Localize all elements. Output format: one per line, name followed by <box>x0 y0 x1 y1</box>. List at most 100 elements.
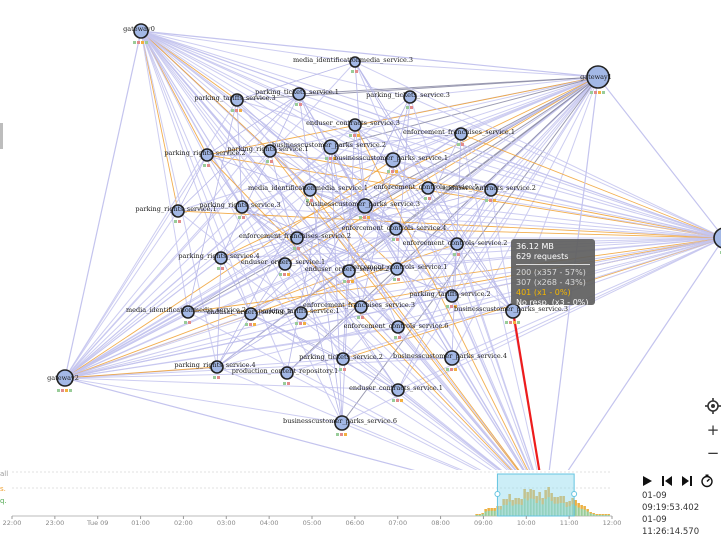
node-circle[interactable] <box>391 383 405 397</box>
node-circle[interactable] <box>303 183 317 197</box>
node-circle[interactable] <box>444 350 460 366</box>
service-graph[interactable]: gateway0 gateway1 gateway2 media_identifica… <box>0 0 721 470</box>
node-gateway_r[interactable] <box>713 227 721 254</box>
graph-nodes[interactable]: gateway0 gateway1 gateway2 media_identifica… <box>47 23 721 470</box>
node-pr2[interactable]: parking_rights_service.2 <box>164 148 246 167</box>
skip-forward-icon[interactable] <box>680 474 694 488</box>
node-gateway1[interactable]: gateway1 <box>580 65 612 94</box>
node-circle[interactable] <box>200 148 214 162</box>
zoom-out-button[interactable]: − <box>706 444 720 462</box>
play-icon[interactable] <box>640 474 654 488</box>
node-circle[interactable] <box>181 305 195 319</box>
node-circle[interactable] <box>292 87 306 101</box>
node-ef2[interactable]: enforcement_franchises_service.2 <box>239 231 351 250</box>
node-circle[interactable] <box>210 360 224 374</box>
node-circle[interactable] <box>133 23 149 39</box>
node-circle[interactable] <box>713 227 721 249</box>
timeline-tick-label: 03:00 <box>217 519 236 527</box>
node-euc3[interactable]: enduser_contracts_service.3 <box>306 118 400 137</box>
node-circle[interactable] <box>389 222 403 236</box>
node-circle[interactable] <box>357 198 373 214</box>
node-circle[interactable] <box>334 415 350 431</box>
node-bcp3b[interactable]: businesscustomer_parks_service.3 <box>454 303 568 324</box>
node-circle[interactable] <box>403 90 417 104</box>
node-pr3[interactable]: parking_rights_service.3 <box>199 200 281 219</box>
node-circle[interactable] <box>294 306 308 320</box>
skip-back-icon[interactable] <box>660 474 674 488</box>
brush-handle-right[interactable] <box>571 491 578 497</box>
node-circle[interactable] <box>349 56 361 68</box>
node-circle[interactable] <box>390 262 404 276</box>
node-circle[interactable] <box>348 118 362 132</box>
node-circle[interactable] <box>171 204 185 218</box>
node-mi1[interactable]: media_identificationmedia_service.1 <box>248 183 368 202</box>
node-euc2[interactable]: enduser_contracts_service.2 <box>442 183 536 202</box>
selected-edge[interactable] <box>511 310 545 470</box>
node-circle[interactable] <box>450 237 464 251</box>
node-circle[interactable] <box>454 127 468 141</box>
node-euo3[interactable]: enduser_orders_service.3 <box>207 307 291 326</box>
node-bcp2[interactable]: businesscustomer_parks_service.2 <box>272 139 386 160</box>
node-pta1[interactable]: parking_tariffs_service.1 <box>258 306 340 325</box>
node-ef1[interactable]: enforcement_franchises_service.1 <box>403 127 515 146</box>
zoom-in-button[interactable]: + <box>706 421 720 439</box>
node-ef3[interactable]: enforcement_franchises_service.3 <box>303 300 415 319</box>
node-circle[interactable] <box>342 264 356 278</box>
node-pc1[interactable]: production_content_repository.1 <box>232 366 339 385</box>
node-bcp1[interactable]: businesscustomer_parks_service.1 <box>334 152 448 173</box>
node-bcp4[interactable]: businesscustomer_parks_service.4 <box>393 350 507 371</box>
node-euc1[interactable]: enduser_contracts_service.1 <box>349 383 443 402</box>
node-ec5[interactable]: enforcement_controls_service.5 <box>374 181 479 200</box>
timeline-selection[interactable] <box>496 473 575 517</box>
node-bcp6[interactable]: businesscustomer_parks_service.6 <box>283 415 397 436</box>
node-circle[interactable] <box>278 257 292 271</box>
highlighted-edge[interactable] <box>511 310 545 470</box>
node-circle[interactable] <box>354 300 368 314</box>
node-gateway0[interactable]: gateway0 <box>123 23 155 44</box>
node-pta3[interactable]: parking_tariffs_service.3 <box>194 93 276 112</box>
node-circle[interactable] <box>391 320 405 334</box>
node-circle[interactable] <box>290 231 304 245</box>
node-circle[interactable] <box>323 139 339 155</box>
node-prs[interactable]: parking_rights_service.4 <box>178 251 260 270</box>
node-pt3[interactable]: parking_tickets_service.3 <box>366 90 450 109</box>
node-status-square <box>245 323 248 326</box>
node-pr4[interactable]: parking_rights_service.4 <box>174 360 256 379</box>
node-circle[interactable] <box>280 366 294 380</box>
node-circle[interactable] <box>385 152 401 168</box>
node-circle[interactable] <box>586 65 610 89</box>
node-mi3[interactable]: media_identificationmedia_service.3 <box>293 56 413 73</box>
node-circle[interactable] <box>445 289 459 303</box>
node-mi2[interactable]: media_identificationmedia_service.2 <box>126 305 246 324</box>
side-panel-tab[interactable] <box>0 123 3 149</box>
brush-handle-left[interactable] <box>494 491 501 497</box>
node-euo1[interactable]: enduser_orders_service.1 <box>241 257 325 276</box>
timer-icon[interactable] <box>700 474 714 488</box>
node-circle[interactable] <box>336 352 350 366</box>
node-bcp3[interactable]: businesscustomer_parks_service.3 <box>306 198 420 219</box>
node-circle[interactable] <box>230 93 244 107</box>
node-circle[interactable] <box>244 307 258 321</box>
node-pr1[interactable]: parking_rights_service.1 <box>135 204 217 223</box>
node-status-square <box>347 280 350 283</box>
node-pt1[interactable]: parking_tickets_service.1 <box>255 87 339 106</box>
graph-edge <box>241 206 453 297</box>
node-ec2[interactable]: enforcement_controls_service.2 <box>403 237 508 256</box>
node-circle[interactable] <box>56 369 74 387</box>
node-circle[interactable] <box>235 200 249 214</box>
node-circle[interactable] <box>484 183 498 197</box>
node-prm[interactable]: parking_rights_service.1 <box>227 144 309 163</box>
node-circle[interactable] <box>214 251 228 265</box>
node-ec6[interactable]: enforcement_controls_service.6 <box>344 320 449 339</box>
node-pt2[interactable]: parking_tickets_service.2 <box>299 352 383 371</box>
node-pta2[interactable]: parking_tariffs_service.2 <box>409 289 491 308</box>
node-euo2[interactable]: enduser_orders_service.2 <box>305 264 389 283</box>
node-circle[interactable] <box>421 181 435 195</box>
node-ec1[interactable]: enforcement_controls_service.1 <box>343 262 448 281</box>
node-circle[interactable] <box>263 144 277 158</box>
node-gateway2[interactable]: gateway2 <box>47 369 79 392</box>
crosshair-icon[interactable] <box>704 398 721 416</box>
timeline-brush[interactable] <box>494 473 578 517</box>
node-ec4[interactable]: enforcement_controls_service.4 <box>342 222 447 241</box>
